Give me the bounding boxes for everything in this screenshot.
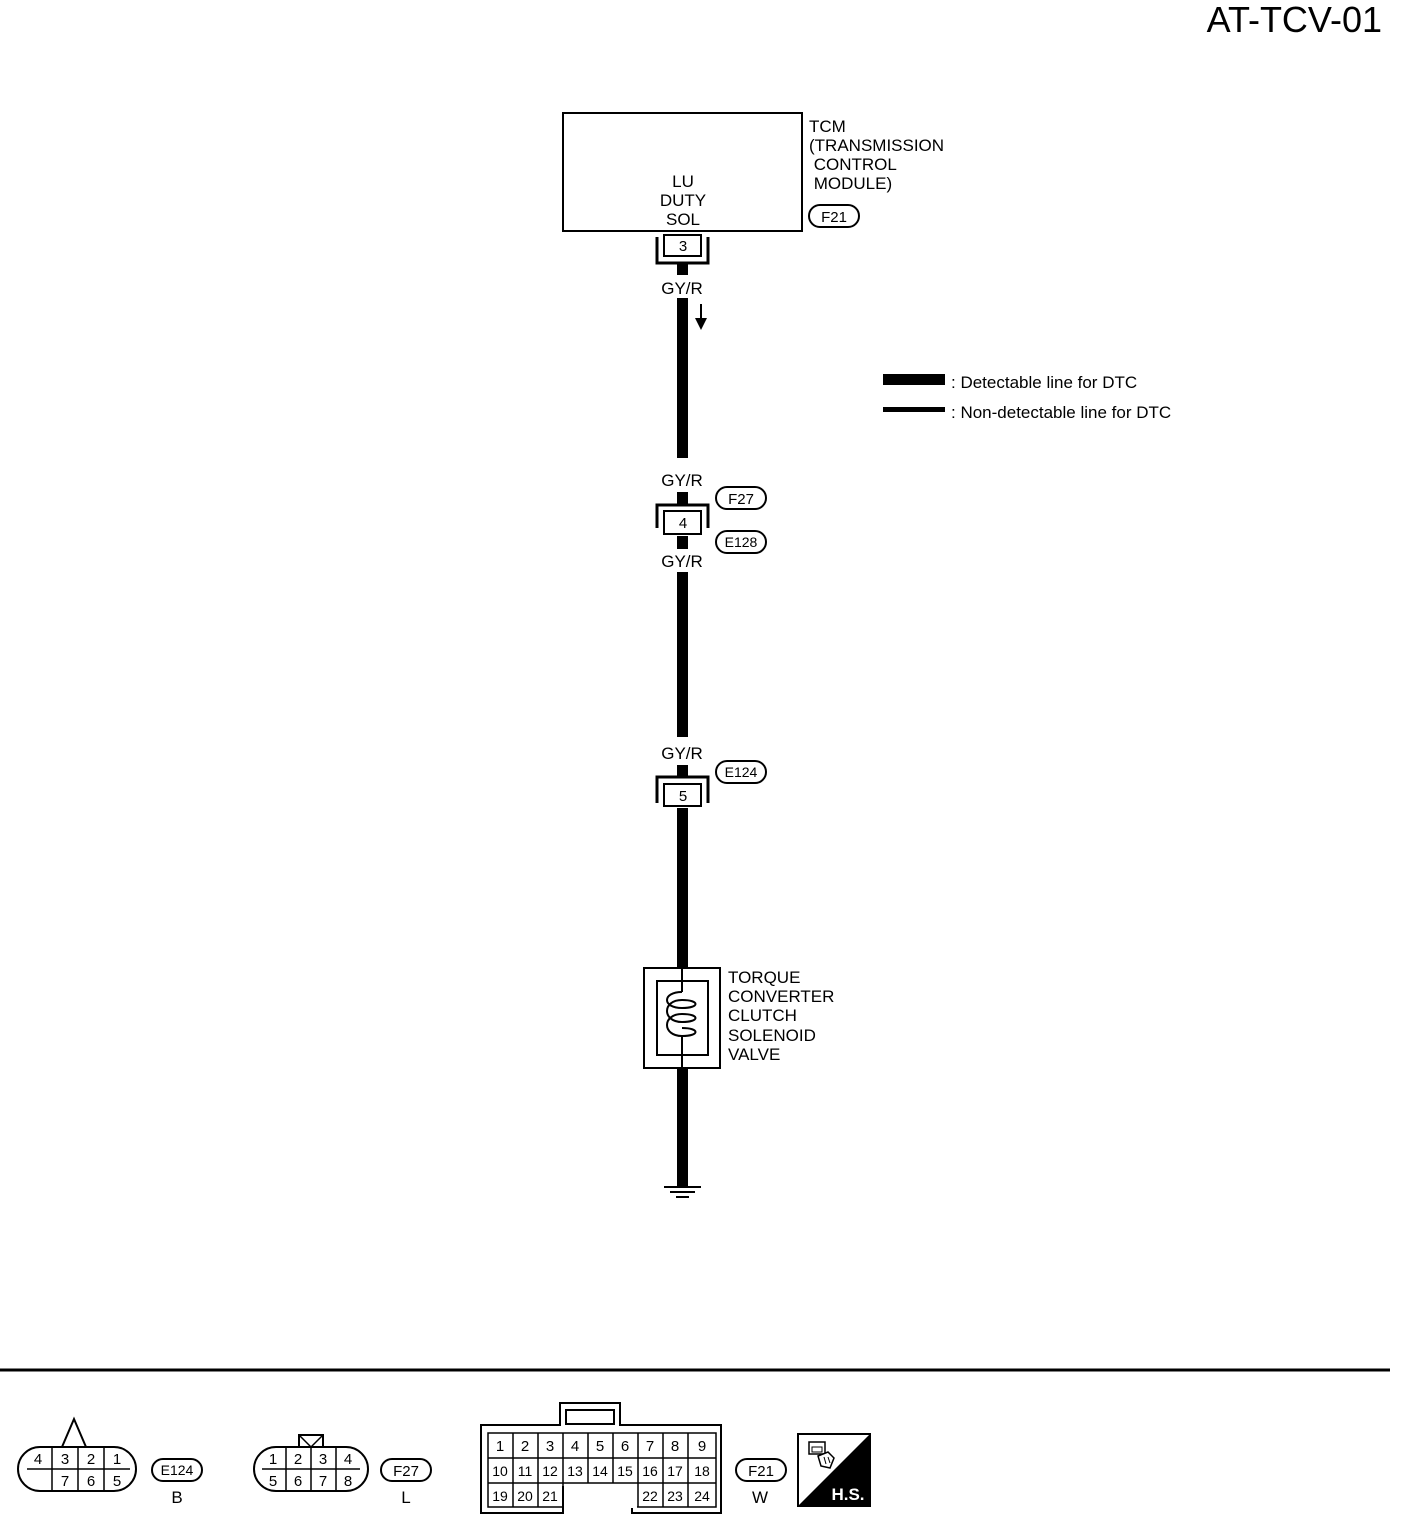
- svg-text:21: 21: [542, 1488, 558, 1504]
- svg-text:22: 22: [642, 1488, 658, 1504]
- connector-color-f21: W: [752, 1488, 768, 1507]
- svg-text:7: 7: [319, 1473, 327, 1490]
- coil-icon: [666, 968, 697, 1068]
- svg-text:2: 2: [87, 1451, 95, 1468]
- tcm-terminal-label-2: DUTY: [660, 191, 706, 210]
- joint-connector: 4: [655, 503, 710, 535]
- tcm-pin-connector: 3: [655, 234, 710, 265]
- connector-tag-e124: E124: [715, 760, 767, 784]
- svg-text:H.S.: H.S.: [831, 1485, 864, 1504]
- tcm-name-3: CONTROL: [809, 155, 897, 174]
- svg-text:1: 1: [113, 1451, 121, 1468]
- svg-text:12: 12: [542, 1463, 558, 1479]
- tcm-terminal-label-1: LU: [672, 172, 694, 191]
- solenoid-name-2: CONVERTER: [728, 987, 834, 1006]
- svg-text:20: 20: [517, 1488, 533, 1504]
- svg-text:E124: E124: [161, 1462, 194, 1478]
- svg-text:16: 16: [642, 1463, 658, 1479]
- svg-text:6: 6: [87, 1473, 95, 1490]
- svg-text:F21: F21: [821, 209, 847, 226]
- legend-thin-line-icon: [883, 407, 945, 412]
- wire-color-label: GY/R: [661, 744, 703, 763]
- connector-face-tag-f27: F27: [380, 1458, 432, 1482]
- tcm-name-4: MODULE): [809, 174, 892, 193]
- solenoid-name-3: CLUTCH: [728, 1006, 797, 1025]
- connector-tag-f21: F21: [808, 204, 860, 228]
- svg-text:7: 7: [61, 1473, 69, 1490]
- solenoid-connector: 5: [655, 775, 710, 807]
- connector-face-tag-f21: F21: [735, 1458, 787, 1482]
- connector-face-f27: 1 2 3 4 5 6 7 8: [253, 1434, 369, 1492]
- svg-text:1: 1: [496, 1438, 504, 1455]
- svg-text:4: 4: [34, 1451, 42, 1468]
- svg-text:8: 8: [671, 1438, 679, 1455]
- svg-text:E124: E124: [725, 764, 758, 780]
- legend: : Detectable line for DTC : Non-detectab…: [883, 373, 1171, 422]
- svg-text:13: 13: [567, 1463, 583, 1479]
- svg-text:F21: F21: [748, 1463, 774, 1480]
- svg-text:23: 23: [667, 1488, 683, 1504]
- wire-color-label: GY/R: [661, 279, 703, 298]
- svg-text:17: 17: [667, 1463, 683, 1479]
- svg-text:2: 2: [521, 1438, 529, 1455]
- svg-text:5: 5: [679, 788, 687, 805]
- tcm-name-2: (TRANSMISSION: [809, 136, 944, 155]
- svg-text:3: 3: [319, 1451, 327, 1468]
- svg-text:2: 2: [294, 1451, 302, 1468]
- svg-text:7: 7: [646, 1438, 654, 1455]
- svg-text:6: 6: [621, 1438, 629, 1455]
- svg-text:5: 5: [596, 1438, 604, 1455]
- legend-thick-line-icon: [883, 374, 945, 385]
- solenoid-name-1: TORQUE: [728, 968, 800, 987]
- solenoid-name-5: VALVE: [728, 1045, 780, 1064]
- wire-color-label: GY/R: [661, 471, 703, 490]
- svg-text:F27: F27: [393, 1463, 419, 1480]
- wire-color-label: GY/R: [661, 552, 703, 571]
- svg-text:3: 3: [679, 238, 687, 255]
- svg-text:14: 14: [592, 1463, 608, 1479]
- legend-non-detectable-text: : Non-detectable line for DTC: [951, 403, 1171, 422]
- connector-color-f27: L: [401, 1488, 410, 1507]
- svg-text:5: 5: [269, 1473, 277, 1490]
- svg-text:24: 24: [694, 1488, 710, 1504]
- connector-face-e124: 4 3 2 1 7 6 5: [17, 1416, 137, 1492]
- svg-text:15: 15: [617, 1463, 633, 1479]
- tcm-name-1: TCM: [809, 117, 846, 136]
- svg-text:F27: F27: [728, 491, 754, 508]
- svg-text:19: 19: [492, 1488, 508, 1504]
- svg-text:E128: E128: [725, 534, 758, 550]
- detectable-wire: [677, 263, 688, 1186]
- connector-face-tag-e124: E124: [151, 1458, 203, 1482]
- legend-detectable-text: : Detectable line for DTC: [951, 373, 1137, 392]
- connector-tag-f27: F27: [715, 486, 767, 510]
- svg-text:9: 9: [698, 1438, 706, 1455]
- svg-text:3: 3: [61, 1451, 69, 1468]
- solenoid-name-4: SOLENOID: [728, 1026, 816, 1045]
- svg-text:18: 18: [694, 1463, 710, 1479]
- svg-text:3: 3: [546, 1438, 554, 1455]
- solenoid-valve: [643, 967, 721, 1069]
- svg-text:1: 1: [269, 1451, 277, 1468]
- svg-text:6: 6: [294, 1473, 302, 1490]
- connector-color-e124: B: [171, 1488, 182, 1507]
- svg-text:5: 5: [113, 1473, 121, 1490]
- svg-text:4: 4: [344, 1451, 352, 1468]
- tcm-box: [562, 112, 803, 232]
- connector-face-f21: 1 2 3 4 5 6 7 8 9 10 11 12 13 14 15 16 1…: [480, 1402, 722, 1514]
- page-id: AT-TCV-01: [1207, 0, 1382, 40]
- svg-text:4: 4: [679, 515, 687, 532]
- harness-side-badge: H.S.: [797, 1433, 871, 1507]
- ground-icon: [664, 1186, 701, 1198]
- connector-hand-icon: [808, 1441, 835, 1469]
- tcm-terminal-label-3: SOL: [666, 210, 700, 229]
- connector-tag-e128: E128: [715, 530, 767, 554]
- signal-direction-arrow-icon: [695, 304, 707, 330]
- svg-text:11: 11: [518, 1463, 533, 1479]
- svg-text:8: 8: [344, 1473, 352, 1490]
- svg-text:4: 4: [571, 1438, 579, 1455]
- svg-text:10: 10: [492, 1463, 508, 1479]
